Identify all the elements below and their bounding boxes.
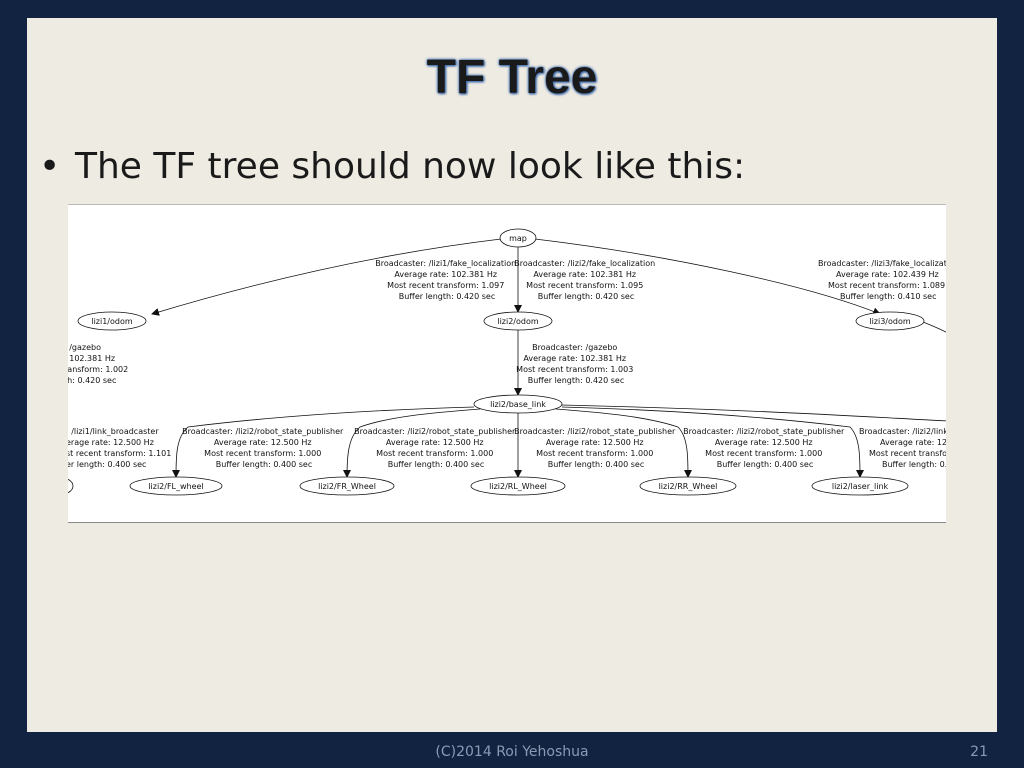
edge-base-link-laser-link	[561, 406, 864, 478]
edge-base-link-fr-wheel	[343, 408, 481, 478]
edge-base-link-offscreen	[561, 404, 946, 422]
edge-label-line: Average rate: 102.381 Hz	[394, 270, 497, 279]
node-label: lizi2/laser_link	[832, 482, 889, 491]
edge-label-line: Most recent transform: 1.097	[387, 281, 504, 290]
edge-label-line: ransform: 1.002	[68, 365, 128, 374]
edge-label-line: Broadcaster: /lizi2/robot_state_publishe…	[683, 427, 845, 436]
edge-label-line: Most recent transform: 1.000	[204, 449, 321, 458]
node-label: map	[509, 234, 527, 243]
bullet-dot-icon: •	[39, 146, 61, 187]
node-label: lizi2/FR_Wheel	[318, 482, 376, 491]
edge-label-line: Buffer length: 0.410 sec	[840, 292, 937, 301]
node-label: lizi2/FL_wheel	[148, 482, 203, 491]
slide: TF Tree • The TF tree should now look lik…	[27, 18, 997, 732]
edge-base-link-rr-wheel	[555, 408, 692, 478]
node-lizi2-rl-wheel[interactable]: lizi2/RL_Wheel	[470, 476, 566, 496]
node-label: lizi2/odom	[497, 317, 539, 326]
node-label: lizi3/odom	[869, 317, 911, 326]
node-label: lizi1/odom	[91, 317, 133, 326]
edge-label-line: Broadcaster: /lizi2/robot_state_publishe…	[354, 427, 516, 436]
edge-label-line: er length: 0.400 sec	[68, 460, 146, 469]
node-offscreen-left	[68, 478, 74, 494]
edge-label-line: Buffer length: 0.400 sec	[216, 460, 313, 469]
edge-label-lizi1-odom-child: : /gazebo : 102.381 Hz ransform: 1.002 t…	[68, 343, 131, 385]
edge-label-line: Average rate: 102.439 Hz	[836, 270, 939, 279]
edge-label-line: Buffer length: 0.420 sec	[399, 292, 496, 301]
edge-label-line: Buffer length: 0.400 sec	[717, 460, 814, 469]
node-lizi2-fl-wheel[interactable]: lizi2/FL_wheel	[129, 476, 223, 496]
edge-label-line: Broadcaster: /lizi2/robot_state_publishe…	[514, 427, 676, 436]
edge-label-line: Buffer length: 0.400 sec	[388, 460, 485, 469]
edge-label-line: Buffer length: 0.400 sec	[548, 460, 645, 469]
edge-label-line: : /lizi1/link_broadcaster	[68, 427, 159, 436]
node-lizi1-odom[interactable]: lizi1/odom	[77, 311, 147, 331]
edge-label-line: Broadcaster: /gazebo	[532, 343, 617, 352]
node-label: lizi2/RL_Wheel	[489, 482, 547, 491]
tf-tree-svg: Broadcaster: /lizi1/fake_localization Av…	[68, 228, 946, 496]
edge-label-lizi1-link: : /lizi1/link_broadcaster erage rate: 12…	[68, 427, 174, 469]
edge-label-line: Average rate: 12.500 Hz	[386, 438, 484, 447]
edge-label-line: Average rate: 102.381 Hz	[523, 354, 626, 363]
edge-lizi3-odom-offscreen	[922, 321, 946, 333]
edge-label-line: Most recent transfor	[869, 449, 946, 458]
edge-label-fr-wheel: Broadcaster: /lizi2/robot_state_publishe…	[354, 427, 518, 469]
node-lizi2-laser-link[interactable]: lizi2/laser_link	[811, 476, 909, 496]
node-map[interactable]: map	[499, 228, 537, 248]
node-label: lizi2/RR_Wheel	[659, 482, 718, 491]
edge-label-rl-wheel: Broadcaster: /lizi2/robot_state_publishe…	[514, 427, 678, 469]
edge-label-line: Average rate: 12.500 Hz	[214, 438, 312, 447]
edge-base-link-fl-wheel	[172, 406, 475, 478]
edge-label-line: Broadcaster: /lizi1/fake_localization	[375, 259, 516, 268]
node-lizi2-odom[interactable]: lizi2/odom	[483, 311, 553, 331]
edge-label-line: Most recent transform: 1.003	[516, 365, 633, 374]
bullet-point: • The TF tree should now look like this:	[39, 146, 745, 187]
edge-label-line: st recent transform: 1.101	[68, 449, 171, 458]
node-lizi3-odom[interactable]: lizi3/odom	[855, 311, 925, 331]
edge-label-line: Buffer length: 0.420 sec	[528, 376, 625, 385]
edge-label-line: Broadcaster: /lizi2/robot_state_publishe…	[182, 427, 344, 436]
node-lizi2-fr-wheel[interactable]: lizi2/FR_Wheel	[299, 476, 395, 496]
edge-label-line: : /gazebo	[68, 343, 101, 352]
edge-label-line: Average rate: 102.381 Hz	[533, 270, 636, 279]
tf-tree-diagram: Broadcaster: /lizi1/fake_localization Av…	[68, 204, 946, 523]
node-lizi2-base-link[interactable]: lizi2/base_link	[473, 394, 563, 414]
edge-label-line: th: 0.420 sec	[68, 376, 116, 385]
edge-label-line: Buffer length: 0.420 sec	[538, 292, 635, 301]
edge-map-lizi1-odom	[151, 238, 502, 316]
edge-label-line: erage rate: 12.500 Hz	[68, 438, 154, 447]
edge-label-laser-link: Broadcaster: /lizi2/link Average rate: 1…	[859, 427, 946, 469]
edge-label-line: Average rate: 12.	[880, 438, 946, 447]
edge-label-line: Average rate: 12.500 Hz	[715, 438, 813, 447]
edge-label-line: Broadcaster: /lizi3/fake_localizati	[818, 259, 946, 268]
edge-label-line: Broadcaster: /lizi2/link	[859, 427, 946, 436]
edge-label-map-lizi2: Broadcaster: /lizi2/fake_localization Av…	[514, 259, 658, 301]
edge-label-line: Broadcaster: /lizi2/fake_localization	[514, 259, 655, 268]
edge-label-line: Most recent transform: 1.089	[828, 281, 945, 290]
node-lizi2-rr-wheel[interactable]: lizi2/RR_Wheel	[639, 476, 737, 496]
slide-title: TF Tree	[426, 51, 598, 104]
edge-label-lizi2-odom-base-link: Broadcaster: /gazebo Average rate: 102.3…	[516, 343, 636, 385]
slide-footer: (C)2014 Roi Yehoshua	[435, 744, 589, 760]
edge-label-line: : 102.381 Hz	[68, 354, 115, 363]
edge-label-line: Most recent transform: 1.000	[705, 449, 822, 458]
edge-label-rr-wheel: Broadcaster: /lizi2/robot_state_publishe…	[683, 427, 847, 469]
edge-label-line: Most recent transform: 1.095	[526, 281, 643, 290]
edge-label-line: Buffer length: 0.4	[882, 460, 946, 469]
edge-label-map-lizi3: Broadcaster: /lizi3/fake_localizati Aver…	[818, 259, 946, 301]
edge-map-lizi3-odom	[534, 238, 881, 316]
node-label: lizi2/base_link	[490, 400, 546, 409]
edge-label-line: Average rate: 12.500 Hz	[546, 438, 644, 447]
edge-label-line: Most recent transform: 1.000	[536, 449, 653, 458]
bullet-text: The TF tree should now look like this:	[75, 146, 746, 187]
edge-label-line: Most recent transform: 1.000	[376, 449, 493, 458]
page-number: 21	[970, 744, 988, 760]
edge-label-map-lizi1: Broadcaster: /lizi1/fake_localization Av…	[375, 259, 519, 301]
edge-label-fl-wheel: Broadcaster: /lizi2/robot_state_publishe…	[182, 427, 346, 469]
